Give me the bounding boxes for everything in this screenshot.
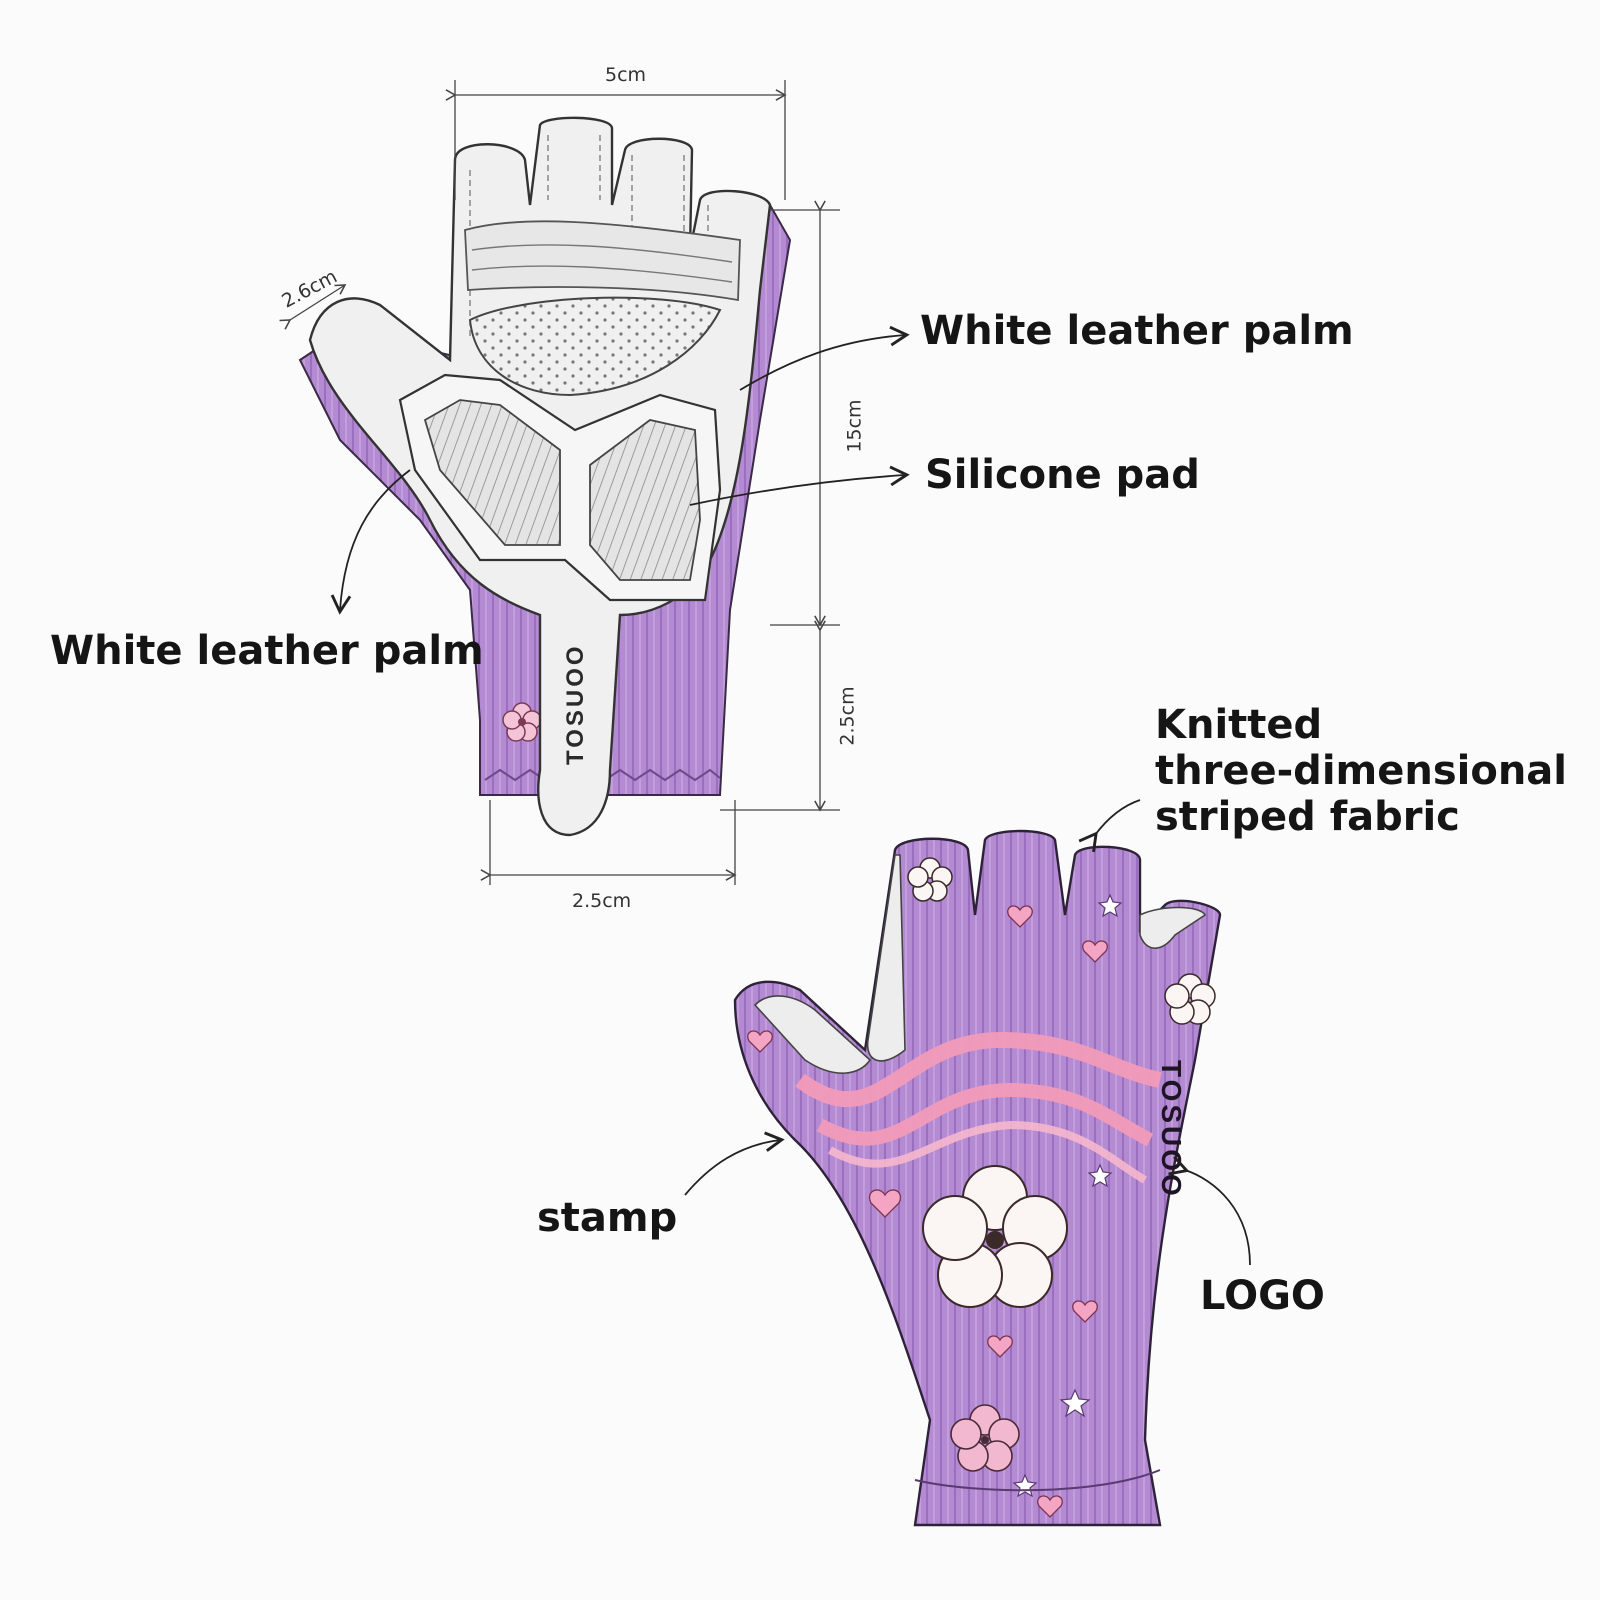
label-silicone-pad: Silicone pad (925, 452, 1200, 498)
cherry-blossom-icon (950, 1404, 1020, 1472)
thumb-leather (753, 995, 872, 1074)
label-logo: LOGO (1200, 1273, 1325, 1319)
heart-icon (747, 905, 1108, 1518)
palm-view-glove: TOSUOO (298, 116, 792, 837)
cherry-blossom-icon (907, 857, 953, 902)
brand-logo-bottom: TOSUOO (1156, 1060, 1187, 1199)
cherry-blossom-icon (1164, 973, 1216, 1025)
label-fabric-line1: Knitted (1155, 702, 1323, 748)
brand-logo-top: TOSUOO (562, 643, 589, 765)
label-fabric-line2: three-dimensional (1155, 748, 1567, 794)
callout-arrows-top (330, 325, 910, 615)
label-leather-palm-right: White leather palm (920, 308, 1354, 354)
back-view-glove: TOSUOO (733, 829, 1222, 1527)
pink-wave-stripe (795, 1031, 1162, 1108)
cherry-blossom-icon (922, 1165, 1068, 1308)
dimension-cuff-height: 2.5cm (836, 686, 859, 746)
dimension-cuff-width: 2.5cm (572, 890, 632, 912)
dimension-top-width: 5cm (605, 64, 647, 86)
label-fabric-line3: striped fabric (1155, 794, 1460, 840)
upper-padding (464, 220, 741, 302)
dimension-palm-height: 15cm (843, 399, 866, 453)
dimension-lines (279, 80, 840, 885)
callout-arrows-bottom (684, 799, 1251, 1266)
label-stamp: stamp (537, 1195, 678, 1241)
label-leather-palm-left: White leather palm (50, 628, 484, 674)
flower-icon (502, 702, 542, 742)
perforated-pad (468, 296, 722, 397)
